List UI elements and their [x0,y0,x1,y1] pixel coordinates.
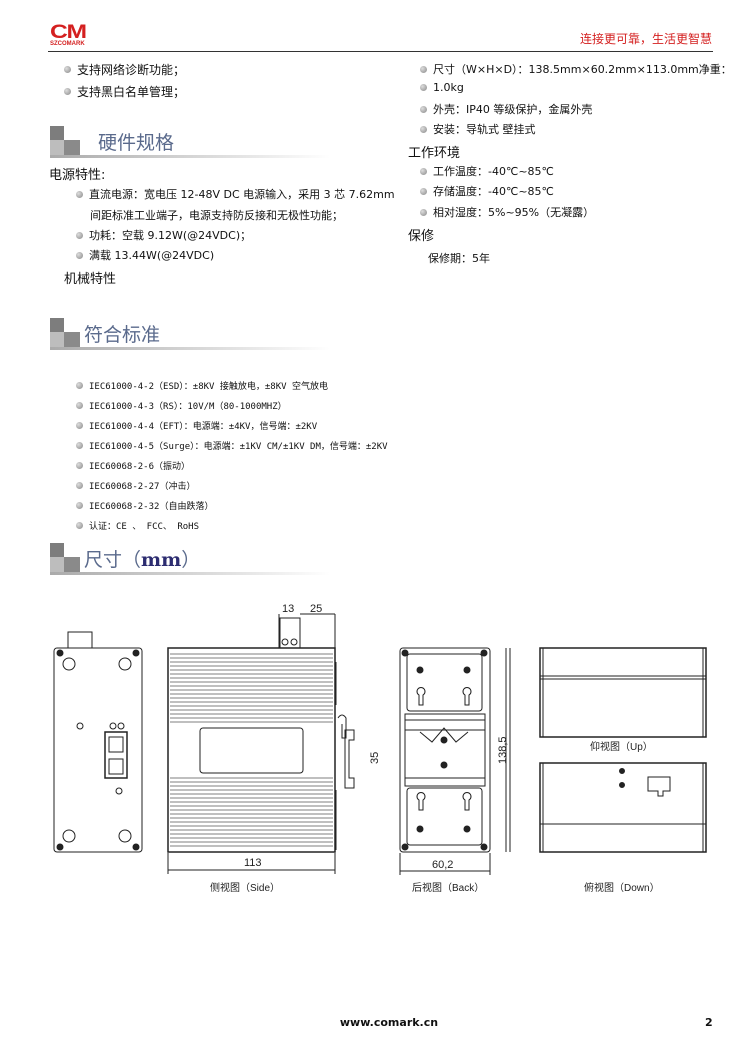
list-item: 支持网络诊断功能； [64,61,185,78]
dim-35: 35 [369,752,381,764]
bullet-icon [76,231,83,239]
back-view-drawing [399,647,507,853]
dimension-lines [167,648,511,875]
dim-13: 13 [282,603,294,615]
bullet-icon [420,105,427,113]
bullet-icon [76,481,83,489]
bullet-icon [76,501,83,509]
mech-label: 机械特性 [64,272,117,287]
list-item: 外壳：IP40 等级保护，金属外壳 [420,101,592,117]
bullet-icon [420,65,427,73]
front-view-drawing [53,631,143,853]
list-item: 功耗：空载 9.12W(@24VDC)； [76,227,251,243]
bullet-icon [76,461,83,469]
section-block-icon [50,126,64,140]
section-header-dimensions: 尺寸（mm） [48,543,330,577]
slogan: 连接更可靠，生活更智慧 [579,32,712,46]
section-block-icon [50,543,64,557]
list-item: 1.0kg [420,81,464,94]
section-header-hardware: 硬件规格 [48,126,330,160]
caption-down: 俯视图（Down） [584,881,660,894]
caption-back: 后视图（Back） [412,881,484,894]
list-item: IEC61000-4-5（Surge）：电源端：±1KV CM/±1KV DM，… [76,435,388,455]
section-block-icon [50,318,64,332]
bullet-icon [64,88,71,95]
list-item: IEC61000-4-3（RS）：10V/M（80-1000MHZ） [76,395,388,415]
list-item: 安装：导轨式 壁挂式 [420,121,536,137]
caption-up: 仰视图（Up） [590,740,653,753]
dim-60: 60,2 [432,859,453,871]
header-divider [48,51,713,52]
list-item: 认证：CE 、 FCC、 RoHS [76,515,388,535]
list-item: IEC60068-2-27（冲击） [76,475,388,495]
list-item: 工作温度：-40℃~85℃ [420,163,554,179]
logo: CM SZCOMARK [50,22,87,47]
page-number: 2 [705,1016,713,1029]
bullet-icon [420,208,427,216]
warranty-text: 保修期：5年 [428,252,490,265]
footer-url: www.comark.cn [339,1016,439,1029]
dim-138: 138,5 [497,736,509,764]
section-header-standards: 符合标准 [48,318,330,352]
bullet-icon [420,125,427,133]
dim-113: 113 [244,857,262,869]
bullet-icon [420,187,427,195]
bullet-icon [420,167,427,175]
bullet-icon [76,381,83,389]
list-item: 满载 13.44W(@24VDC) [76,247,214,263]
side-view-drawing [167,613,355,853]
list-item: 存储温度：-40℃~85℃ [420,183,554,199]
list-item: 支持黑白名单管理； [64,83,185,100]
warranty-label: 保修 [408,229,435,244]
dimension-drawings: 13 25 113 60,2 35 138,5 侧视图（Side） 后视图（Ba… [53,603,707,894]
bullet-icon [76,421,83,429]
list-item: IEC60068-2-32（自由跌落） [76,495,388,515]
up-view-drawing [539,647,707,738]
standards-list: IEC61000-4-2（ESD）：±8KV 接触放电，±8KV 空气放电 IE… [76,375,388,535]
list-item: 尺寸（W×H×D）：138.5mm×60.2mm×113.0mm净重： [420,61,732,77]
list-item: IEC60068-2-6（振动） [76,455,388,475]
env-label: 工作环境 [408,146,461,161]
caption-side: 侧视图（Side） [210,881,280,894]
power-label: 电源特性: [49,168,106,183]
bullet-icon [76,251,83,259]
down-view-drawing [539,762,707,853]
bullet-icon [64,66,71,73]
dim-25: 25 [310,603,322,615]
list-item: 直流电源：宽电压 12-48V DC 电源输入，采用 3 芯 7.62mm [76,186,395,202]
bullet-icon [76,441,83,449]
bullet-icon [76,401,83,409]
bullet-icon [420,84,427,91]
list-item: IEC61000-4-4（EFT）：电源端：±4KV，信号端：±2KV [76,415,388,435]
list-item: 相对湿度：5%~95%（无凝露） [420,204,594,220]
bullet-icon [76,190,83,198]
list-item: IEC61000-4-2（ESD）：±8KV 接触放电，±8KV 空气放电 [76,375,388,395]
bullet-icon [76,521,83,529]
